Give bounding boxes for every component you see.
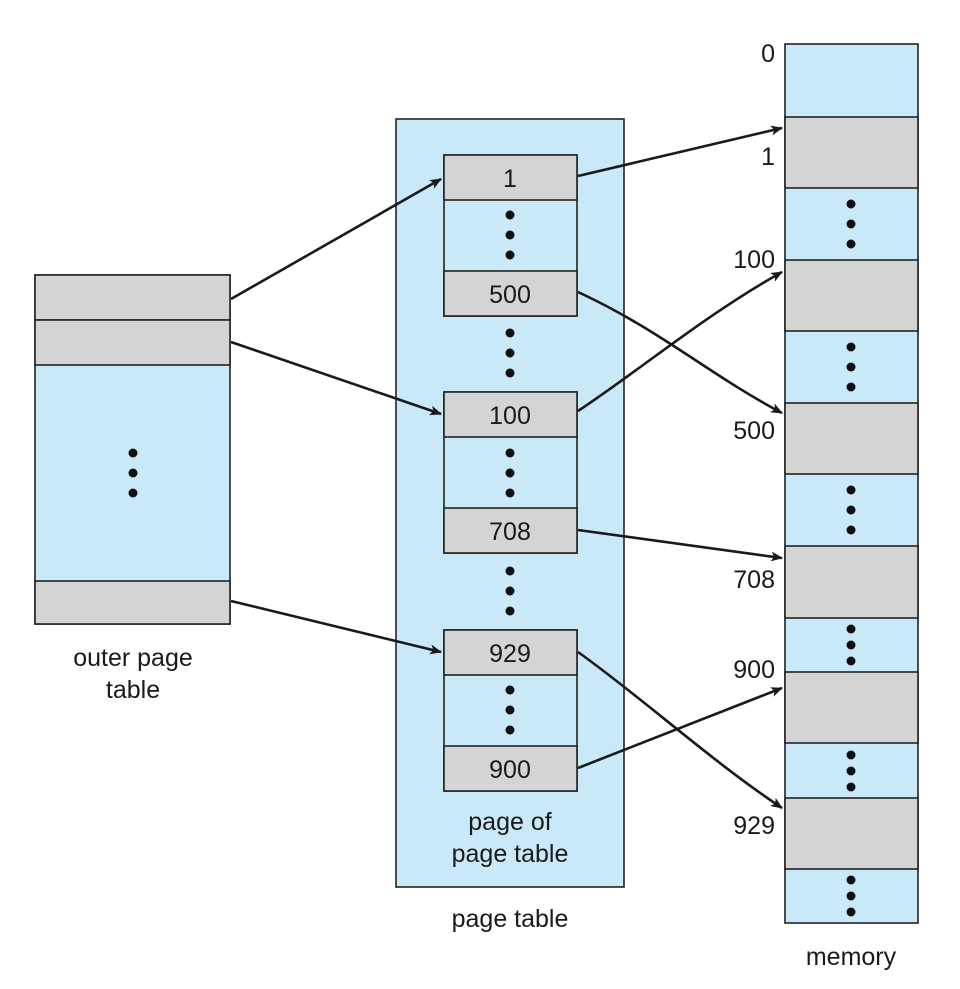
memory-frame-1 [784, 116, 919, 189]
page-table-entry [443, 270, 578, 317]
arrow-outer-to-page-1 [230, 177, 442, 301]
page-table-entry-value: 708 [489, 518, 531, 546]
outer-page-table-entry-2 [34, 319, 231, 366]
arrow-entry-900-to-frame-900 [577, 686, 783, 770]
ellipsis-dots [846, 342, 856, 392]
arrow-outer-to-page-2 [230, 340, 442, 416]
ellipsis-dots [505, 685, 515, 735]
arrow-entry-100-to-frame-100 [577, 270, 783, 413]
ellipsis-dots [128, 448, 138, 498]
outer-page-table-entry-1 [34, 274, 231, 321]
memory-frame [784, 43, 919, 924]
page-table-entry [443, 745, 578, 792]
memory-frame-929 [784, 797, 919, 870]
memory-address-label: 929 [733, 812, 775, 840]
ellipsis-dots [846, 199, 856, 249]
mapping-arrows [230, 125, 783, 810]
memory-frame-708 [784, 545, 919, 619]
page-table-entry-value: 500 [489, 281, 531, 309]
ellipsis-dots [846, 624, 856, 666]
arrow-outer-to-page-3 [230, 599, 442, 655]
memory-address-label: 100 [733, 246, 775, 274]
memory-label: memory [806, 943, 897, 971]
page-table-entry [443, 154, 578, 201]
page-of-page-table-2: 100 708 [443, 391, 578, 554]
arrow-entry-500-to-frame-500 [577, 290, 783, 415]
ellipsis-dots [505, 566, 515, 616]
memory-frame-500 [784, 402, 919, 475]
memory-frame-900 [784, 671, 919, 744]
ellipsis-dots [505, 328, 515, 378]
page-of-page-table-label-line1: page of [468, 808, 551, 836]
memory-address-label: 708 [733, 566, 775, 594]
outer-page-table-label-line2: table [106, 676, 160, 704]
page-table-label: page table [452, 905, 569, 933]
memory-address-label: 900 [733, 656, 775, 684]
ellipsis-dots [505, 448, 515, 498]
ellipsis-dots [846, 485, 856, 535]
memory-address-label: 0 [761, 40, 775, 68]
page-table-entry [443, 629, 578, 676]
ellipsis-dots [846, 750, 856, 792]
memory: 0 1 100 500 708 900 929 memory [733, 40, 919, 971]
ellipsis-dots [846, 875, 856, 917]
page-table-entry-value: 100 [489, 402, 531, 430]
memory-address-label: 500 [733, 417, 775, 445]
page-table: 1 500 100 708 [395, 118, 625, 933]
page-table-entry-value: 929 [489, 640, 531, 668]
arrow-entry-1-to-frame-1 [577, 125, 783, 178]
page-table-entry-value: 1 [503, 165, 517, 193]
outer-page-table-entry-last [34, 580, 231, 625]
outer-page-table-label-line1: outer page [73, 644, 193, 672]
ellipsis-dots [505, 210, 515, 260]
page-of-page-table-label-line2: page table [452, 840, 569, 868]
page-of-page-table-1: 1 500 [443, 154, 578, 317]
page-of-page-table-3: 929 900 [443, 629, 578, 792]
memory-frame-100 [784, 259, 919, 332]
page-table-entry [443, 507, 578, 554]
outer-page-table: outer page table [34, 274, 231, 704]
page-table-entry-value: 900 [489, 756, 531, 784]
arrow-entry-708-to-frame-708 [577, 528, 783, 562]
memory-address-label: 1 [761, 143, 775, 171]
page-table-entry [443, 391, 578, 438]
